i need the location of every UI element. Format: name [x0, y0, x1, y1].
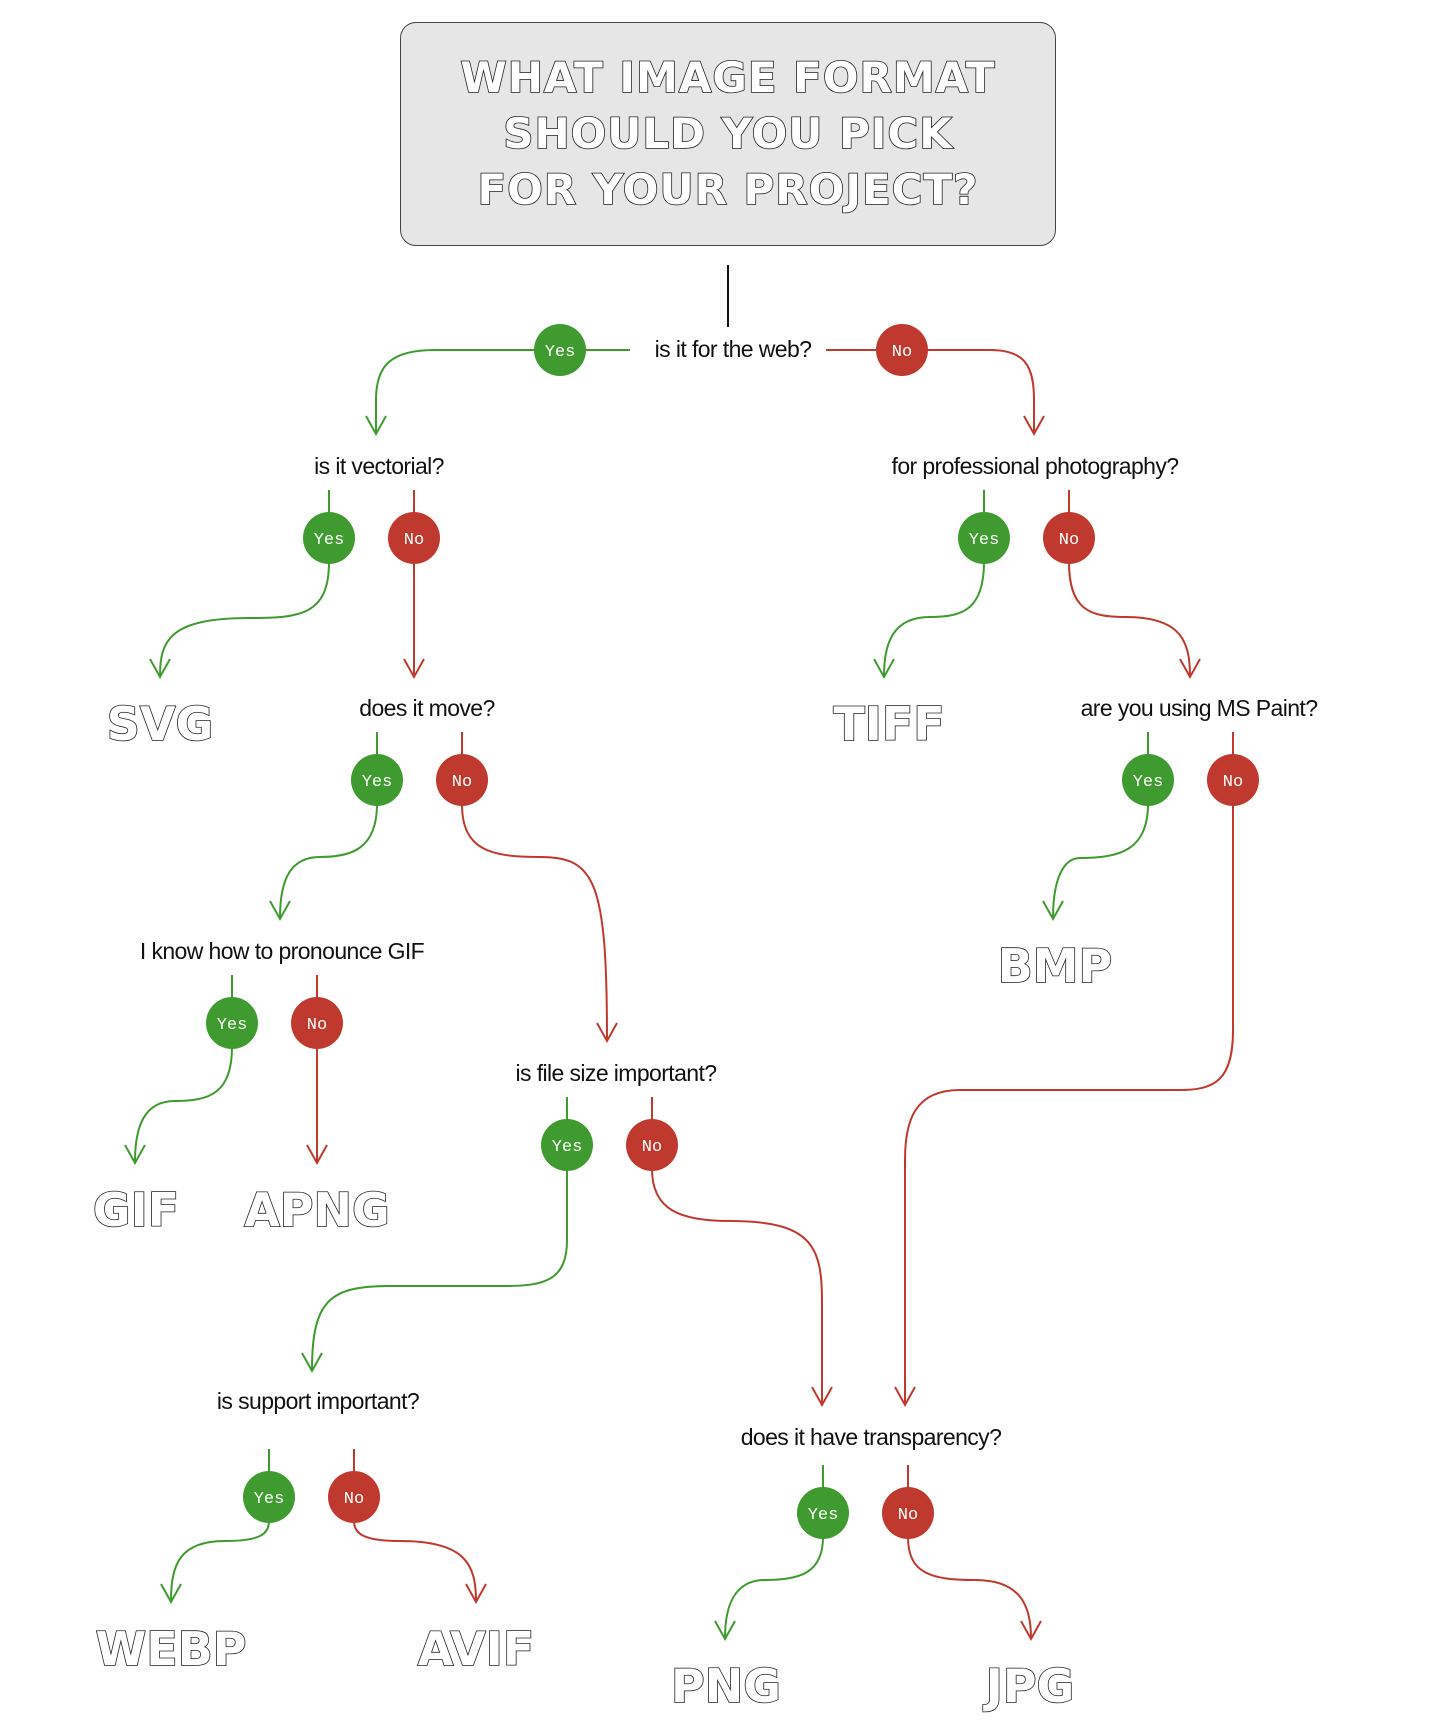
- badges: Yes No Yes No Yes No Yes No Yes No Yes N…: [206, 324, 1259, 1539]
- edge-pro-yes: [883, 561, 985, 677]
- svg-text:No: No: [452, 773, 472, 792]
- format-webp: WEBP: [96, 1622, 247, 1676]
- badge-vectorial-yes: Yes: [303, 512, 355, 564]
- format-gif: GIF: [93, 1183, 179, 1237]
- arrowhead: [873, 658, 895, 680]
- arrowhead: [894, 1386, 916, 1408]
- question-gif-pronounce: I know how to pronounce GIF: [140, 938, 425, 964]
- svg-text:No: No: [1223, 773, 1243, 792]
- arrowhead: [269, 900, 291, 922]
- badge-transp-no: No: [882, 1487, 934, 1539]
- badge-gif-no: No: [291, 997, 343, 1049]
- badge-paint-yes: Yes: [1122, 754, 1174, 806]
- question-web: is it for the web?: [655, 336, 812, 362]
- svg-text:Yes: Yes: [552, 1138, 583, 1157]
- svg-text:No: No: [344, 1490, 364, 1509]
- arrowhead: [1023, 415, 1045, 437]
- svg-text:Yes: Yes: [808, 1506, 839, 1525]
- arrowhead: [149, 658, 171, 680]
- title-line-1: WHAT IMAGE FORMAT: [460, 53, 995, 102]
- badge-move-yes: Yes: [351, 754, 403, 806]
- badge-web-no: No: [876, 324, 928, 376]
- svg-text:Yes: Yes: [254, 1490, 285, 1509]
- question-transparency: does it have transparency?: [741, 1424, 1002, 1450]
- format-bmp: BMP: [998, 939, 1113, 993]
- format-avif: AVIF: [418, 1622, 535, 1676]
- svg-text:No: No: [892, 343, 912, 362]
- badge-transp-yes: Yes: [797, 1487, 849, 1539]
- svg-text:No: No: [898, 1506, 918, 1525]
- format-apng: APNG: [244, 1183, 390, 1237]
- format-jpg: JPG: [983, 1659, 1075, 1713]
- arrowhead: [301, 1352, 323, 1374]
- svg-text:No: No: [1059, 531, 1079, 550]
- badge-pro-yes: Yes: [958, 512, 1010, 564]
- edge-support-no: [353, 1520, 477, 1602]
- arrowhead: [403, 658, 425, 680]
- arrowhead: [1020, 1620, 1042, 1642]
- arrowhead: [306, 1144, 328, 1166]
- format-png: PNG: [671, 1659, 781, 1713]
- title-line-2: SHOULD YOU PICK: [503, 109, 953, 158]
- badge-size-yes: Yes: [541, 1119, 593, 1171]
- svg-text:Yes: Yes: [1133, 773, 1164, 792]
- edge-size-yes: [311, 1169, 568, 1371]
- question-support: is support important?: [217, 1388, 419, 1414]
- edge-paint-yes: [1052, 803, 1149, 919]
- svg-text:Yes: Yes: [217, 1016, 248, 1035]
- question-vectorial: is it vectorial?: [314, 453, 444, 479]
- questions: is it for the web? is it vectorial? for …: [140, 336, 1318, 1450]
- arrowhead: [1042, 900, 1064, 922]
- title-box: [400, 22, 1056, 246]
- badge-paint-no: No: [1207, 754, 1259, 806]
- arrowhead: [365, 415, 387, 437]
- format-svg: SVG: [107, 697, 214, 751]
- svg-text:Yes: Yes: [314, 531, 345, 550]
- question-move: does it move?: [359, 695, 494, 721]
- edge-transp-no: [907, 1536, 1032, 1639]
- svg-text:No: No: [404, 531, 424, 550]
- format-tiff: TIFF: [833, 697, 944, 751]
- badge-move-no: No: [436, 754, 488, 806]
- connectors: [124, 265, 1234, 1642]
- svg-text:No: No: [307, 1016, 327, 1035]
- badge-support-yes: Yes: [243, 1471, 295, 1523]
- badge-pro-no: No: [1043, 512, 1095, 564]
- badge-web-yes: Yes: [534, 324, 586, 376]
- edge-paint-no: [904, 804, 1234, 1404]
- svg-text:Yes: Yes: [545, 343, 576, 362]
- edge-vectorial-yes: [159, 561, 330, 677]
- svg-text:Yes: Yes: [362, 773, 393, 792]
- svg-text:Yes: Yes: [969, 531, 1000, 550]
- edge-move-yes: [279, 803, 378, 919]
- badge-size-no: No: [626, 1119, 678, 1171]
- question-file-size: is file size important?: [516, 1060, 717, 1086]
- arrowhead: [160, 1583, 182, 1605]
- badge-gif-yes: Yes: [206, 997, 258, 1049]
- arrowhead: [596, 1022, 618, 1044]
- title: WHAT IMAGE FORMAT SHOULD YOU PICK FOR YO…: [460, 52, 996, 215]
- formats: SVG TIFF BMP GIF APNG WEBP AVIF PNG JPG: [92, 696, 1113, 1714]
- edge-web-yes: [375, 349, 630, 432]
- edge-size-no: [651, 1168, 823, 1404]
- arrowhead: [714, 1620, 736, 1642]
- badge-vectorial-no: No: [388, 512, 440, 564]
- question-pro-photo: for professional photography?: [892, 453, 1179, 479]
- arrowhead: [465, 1583, 487, 1605]
- edge-support-yes: [170, 1520, 270, 1602]
- arrowhead: [124, 1144, 146, 1166]
- arrowhead: [811, 1386, 833, 1408]
- question-ms-paint: are you using MS Paint?: [1081, 695, 1318, 721]
- edge-web-no: [826, 349, 1035, 432]
- edge-move-no: [461, 803, 608, 1041]
- edge-pro-no: [1068, 561, 1191, 677]
- title-line-3: FOR YOUR PROJECT?: [477, 165, 978, 214]
- badge-support-no: No: [328, 1471, 380, 1523]
- edge-transp-yes: [724, 1536, 824, 1639]
- arrowhead: [1179, 658, 1201, 680]
- edge-gif-yes: [134, 1046, 233, 1163]
- svg-text:No: No: [642, 1138, 662, 1157]
